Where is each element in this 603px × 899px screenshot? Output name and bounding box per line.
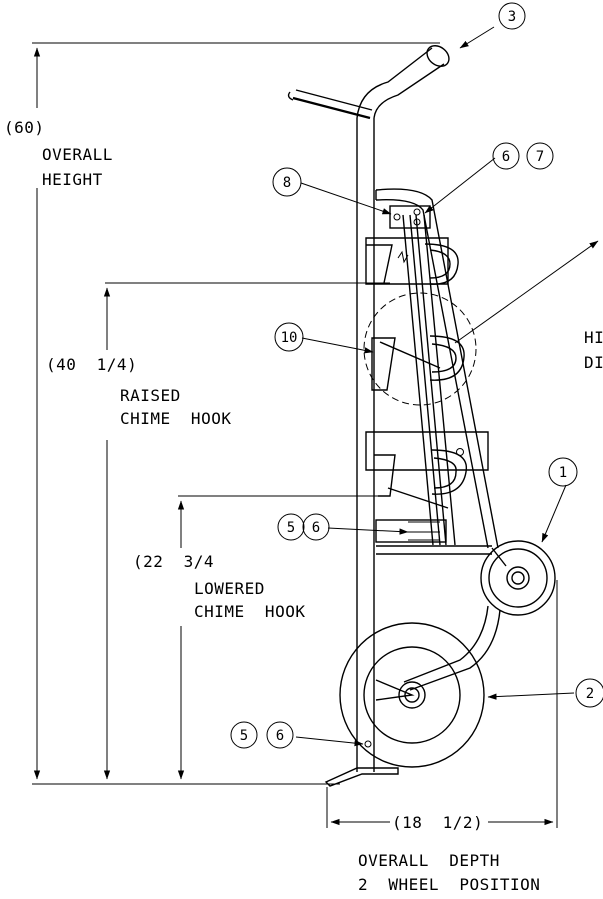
detail-leader <box>454 240 599 344</box>
detail-label-partial-2: DI <box>584 353 603 372</box>
balloon-leaders <box>295 26 575 747</box>
overall-depth-label-2: 2 WHEEL POSITION <box>358 875 540 894</box>
balloon-6-bottom: 6 <box>266 721 294 749</box>
hand-truck <box>287 45 556 787</box>
balloon-8-number: 8 <box>283 175 291 191</box>
balloon-10: 10 <box>274 322 304 352</box>
raised-hook-label-2: CHIME HOOK <box>120 409 231 428</box>
overall-depth-label-1: OVERALL DEPTH <box>358 851 500 870</box>
balloon-6-number: 6 <box>312 520 320 536</box>
overall-depth-value: (18 1/2) <box>392 813 483 832</box>
balloon-2: 2 <box>575 678 603 708</box>
overall-height-value: (60) <box>4 118 45 137</box>
balloon-5-mid: 5 <box>277 513 305 541</box>
overall-height-label-1: OVERALL <box>42 145 113 164</box>
balloon-6-number: 6 <box>276 728 284 744</box>
balloon-5-number: 5 <box>287 520 295 536</box>
balloon-7: 7 <box>526 142 554 170</box>
overall-height-label-2: HEIGHT <box>42 170 103 189</box>
lowered-hook-dimension <box>170 495 388 780</box>
overall-height-dimension <box>20 42 440 785</box>
balloon-7-number: 7 <box>536 149 544 165</box>
detail-label-partial-1: HI <box>584 328 603 347</box>
balloon-5-bottom: 5 <box>230 721 258 749</box>
balloon-2-number: 2 <box>586 686 594 702</box>
raised-hook-label-1: RAISED <box>120 386 181 405</box>
lowered-hook-value: (22 3/4 <box>133 552 214 571</box>
raised-hook-dimension <box>95 282 390 780</box>
balloon-6-top: 6 <box>492 142 520 170</box>
balloon-6-number: 6 <box>502 149 510 165</box>
balloon-6-mid: 6 <box>302 513 330 541</box>
balloon-5-number: 5 <box>240 728 248 744</box>
balloon-3: 3 <box>498 2 526 30</box>
balloon-8: 8 <box>272 167 302 197</box>
lowered-hook-label-1: LOWERED <box>194 579 265 598</box>
overall-depth-dimension <box>326 580 558 828</box>
lowered-hook-label-2: CHIME HOOK <box>194 602 305 621</box>
balloon-10-number: 10 <box>281 330 298 346</box>
balloon-1-number: 1 <box>559 465 567 481</box>
balloon-3-number: 3 <box>508 9 516 25</box>
balloon-1: 1 <box>548 457 578 487</box>
raised-hook-value: (40 1/4) <box>46 355 137 374</box>
